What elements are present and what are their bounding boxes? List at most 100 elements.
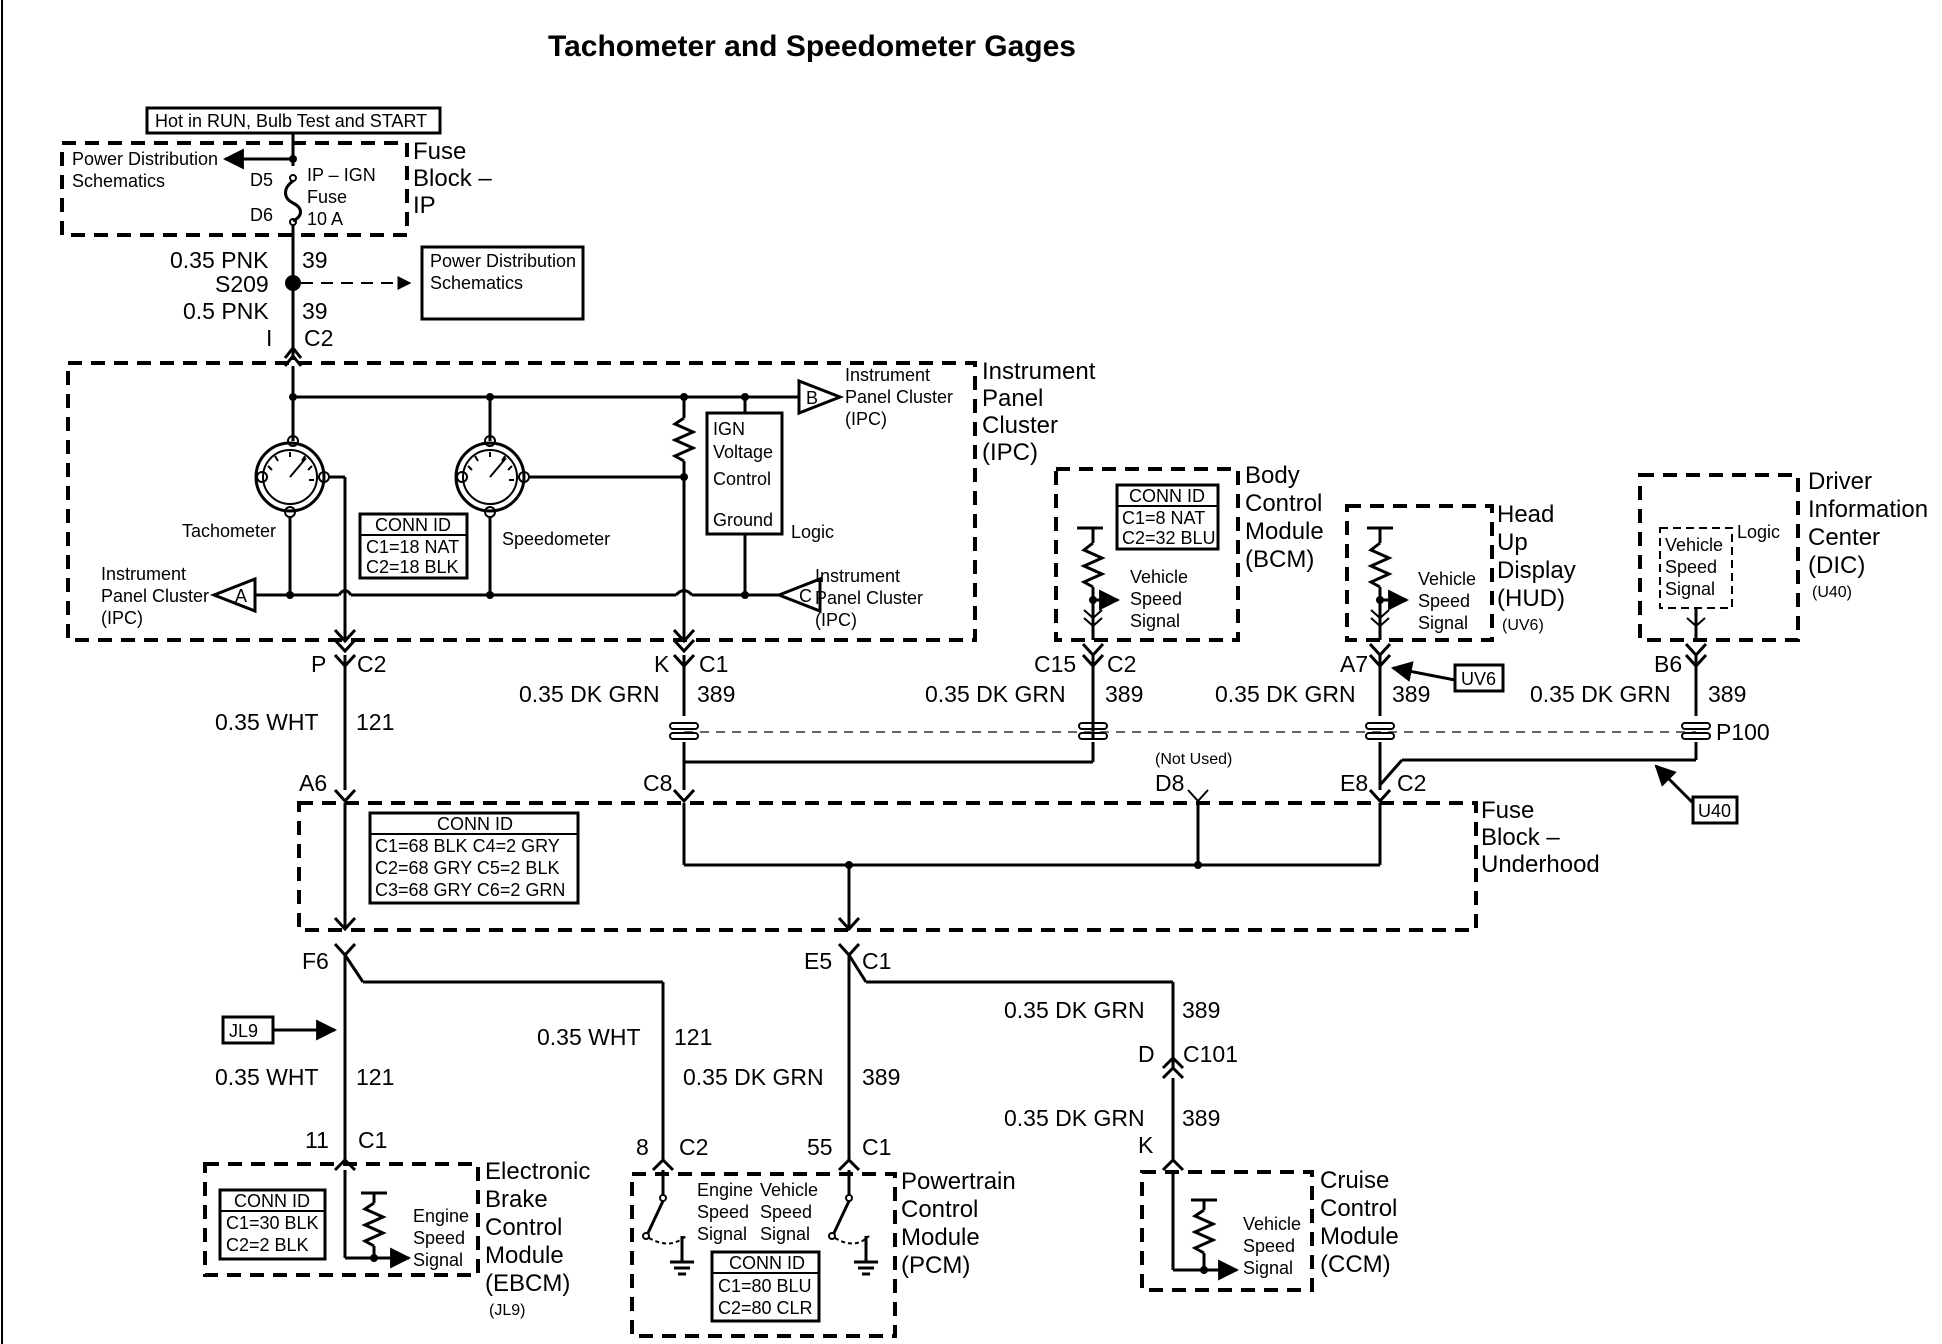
circuit-389-ccm-top: 389: [1182, 997, 1220, 1023]
dic-option: (U40): [1812, 584, 1852, 601]
pcm-ground-icon-right: [854, 1260, 878, 1276]
jl9-label: JL9: [229, 1021, 258, 1041]
ref-a-text-2: Panel Cluster: [101, 586, 209, 606]
fuse-block-ip: Hot in RUN, Bulb Test and START Fuse Blo…: [60, 106, 492, 237]
pcm-conn-c1: C1: [862, 1134, 891, 1160]
uv6-box: [1453, 663, 1505, 693]
ipc-logic-label: Logic: [791, 522, 834, 542]
conn-b6: B6: [1654, 651, 1682, 677]
ebcm-option: (JL9): [489, 1302, 525, 1319]
conn-e5: E5: [804, 948, 832, 974]
conn-d8: D8: [1155, 770, 1184, 796]
cruise-control-module: Cruise Control Module (CCM) Vehicle Spee…: [1140, 1167, 1399, 1292]
pcm-name-2: Control: [901, 1196, 978, 1223]
fuse-uh-name-1: Fuse: [1481, 797, 1534, 824]
ipc-conn-id-title: CONN ID: [375, 515, 451, 535]
fuse-block-underhood-outline: [297, 801, 1478, 932]
conn-k-c1: C1: [699, 651, 728, 677]
fuse-pin-d5: D5: [250, 170, 273, 190]
body-control-module: Body Control Module (BCM) CONN ID C1=8 N…: [1054, 462, 1324, 642]
pcm-vehicle-signal-3: Signal: [760, 1224, 810, 1244]
wire-wht-low: 0.35 WHT: [215, 1064, 319, 1090]
bcm-conn-id-title: CONN ID: [1129, 486, 1205, 506]
ipc-name-3: Cluster: [982, 412, 1058, 439]
circuit-121-low: 121: [356, 1064, 394, 1090]
ebcm-resistor: [361, 1201, 387, 1248]
ign-box-line-1: IGN: [713, 419, 745, 439]
ref-b-letter: B: [806, 388, 818, 408]
pds-box: [420, 245, 585, 321]
hud-resistor: [1367, 541, 1393, 589]
powertrain-control-module: Powertrain Control Module (PCM) Engine S…: [630, 1168, 1016, 1338]
ebcm-signal-2: Speed: [413, 1228, 465, 1248]
ipc-name-1: Instrument: [982, 358, 1096, 385]
ebcm-name-3: Control: [485, 1214, 562, 1241]
wire-dkgrn-dic: 0.35 DK GRN: [1530, 681, 1671, 707]
wire-0-35-pnk: 0.35 PNK: [170, 247, 269, 273]
ebcm-conn-id-box: [218, 1188, 327, 1261]
dic-name-1: Driver: [1808, 468, 1872, 495]
p100-label: P100: [1716, 719, 1770, 745]
bcm-outline: [1054, 467, 1240, 642]
fuse-uh-conn-id-2: C2=68 GRY C5=2 BLK: [375, 858, 559, 878]
dic-name-2: Information: [1808, 496, 1928, 523]
wire-0-5-pnk: 0.5 PNK: [183, 298, 269, 324]
instrument-panel-cluster: Instrument Panel Cluster (IPC) Tachomete…: [66, 358, 1096, 654]
ebcm-name-1: Electronic: [485, 1158, 590, 1185]
conn-c15: C15: [1034, 651, 1076, 677]
ref-c-text-1: Instrument: [815, 566, 900, 586]
fuse-uh-name-3: Underhood: [1481, 851, 1600, 878]
pcm-name-1: Powertrain: [901, 1168, 1016, 1195]
circuit-121-top: 121: [356, 709, 394, 735]
circuit-389-hud: 389: [1392, 681, 1430, 707]
bcm-conn-id-box: [1115, 483, 1220, 551]
splice-s209-label: S209: [215, 271, 269, 297]
fuse-block-ip-name-2: Block –: [413, 165, 492, 192]
pcm-pin-55: 55: [807, 1134, 833, 1160]
uv6-label: UV6: [1461, 669, 1496, 689]
ebcm-conn-id-c1: C1=30 BLK: [226, 1213, 319, 1233]
ebcm-signal-3: Signal: [413, 1250, 463, 1270]
ref-b-text-2: Panel Cluster: [845, 387, 953, 407]
bcm-signal-3: Signal: [1130, 611, 1180, 631]
dic-outline: [1638, 473, 1800, 642]
circuit-389-ipc: 389: [697, 681, 735, 707]
conn-p-c2: C2: [357, 651, 386, 677]
ccm-name-3: Module: [1320, 1223, 1399, 1250]
splice-s209: [285, 275, 301, 291]
ebcm-conn-id-title: CONN ID: [234, 1191, 310, 1211]
circuit-39-a: 39: [302, 247, 328, 273]
conn-k: K: [654, 651, 670, 677]
ref-c-letter: C: [799, 586, 812, 606]
pcm-outline: [630, 1172, 897, 1338]
conn-a6: A6: [299, 770, 327, 796]
ccm-name-4: (CCM): [1320, 1251, 1391, 1278]
fuse-symbol: [284, 179, 302, 223]
ref-a-text-3: (IPC): [101, 608, 143, 628]
fuse-pin-d6: D6: [250, 205, 273, 225]
ref-b-triangle: [797, 378, 845, 416]
ipc-resistor: [671, 416, 697, 463]
ipc-conn-id-c1: C1=18 NAT: [366, 537, 459, 557]
tachometer-label: Tachometer: [182, 521, 276, 541]
fuse-uh-conn-id-box: [368, 811, 580, 905]
conn-e8-c2: C2: [1397, 770, 1426, 796]
conn-c2-ipc: C2: [304, 325, 333, 351]
circuit-39-b: 39: [302, 298, 328, 324]
bcm-name-1: Body: [1245, 462, 1300, 489]
hud-option: (UV6): [1502, 617, 1544, 634]
wire-dkgrn-ipc: 0.35 DK GRN: [519, 681, 660, 707]
dic-signal-1: Vehicle: [1665, 535, 1723, 555]
ref-c-text-2: Panel Cluster: [815, 588, 923, 608]
bcm-conn-id-c2: C2=32 BLU: [1122, 528, 1216, 548]
fuse-block-ip-name-1: Fuse: [413, 138, 466, 165]
speedometer-label: Speedometer: [502, 529, 610, 549]
ebcm-name-2: Brake: [485, 1186, 548, 1213]
wire-dkgrn-hud: 0.35 DK GRN: [1215, 681, 1356, 707]
circuit-389-dic: 389: [1708, 681, 1746, 707]
ebcm-pin-11: 11: [305, 1127, 329, 1153]
dic-name-3: Center: [1808, 524, 1880, 551]
ccm-outline: [1140, 1170, 1314, 1292]
pds-label-1: Power Distribution: [72, 149, 218, 169]
conn-p: P: [311, 651, 326, 677]
